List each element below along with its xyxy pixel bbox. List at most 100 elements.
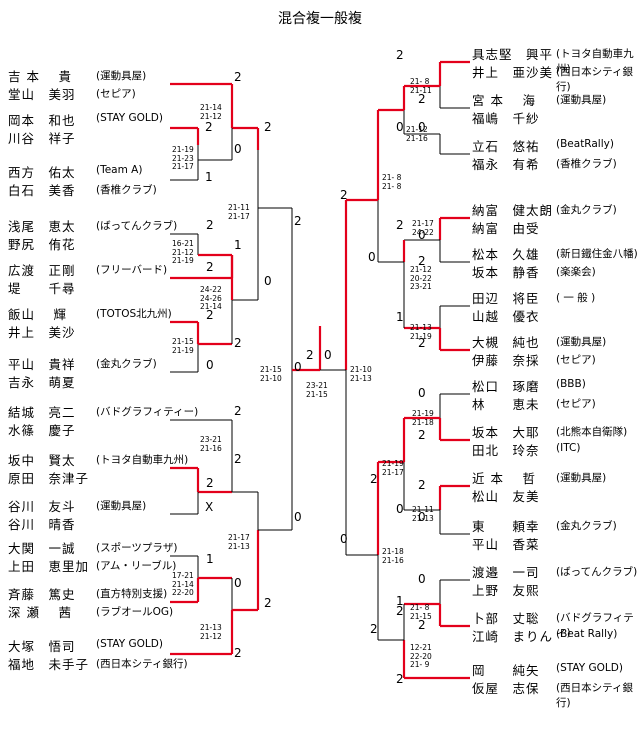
match-score: 0 <box>418 120 426 134</box>
player-name: 仮屋 志保 <box>472 681 540 696</box>
club-name: (トヨタ自動車九州) <box>96 454 189 466</box>
club-name: (TOTOS北九州) <box>96 308 172 320</box>
player-name: 広渡 正剛 <box>8 263 76 278</box>
club-name: (金丸クラブ) <box>96 358 157 370</box>
club-name: (バドグラフィティ) <box>556 612 634 639</box>
club-name: (運動具屋) <box>96 500 147 512</box>
game-scores: 21-11 21-17 <box>228 203 250 221</box>
match-score: 2 <box>418 254 426 268</box>
player-name: 原田 奈津子 <box>8 471 90 486</box>
player-name: 松山 友美 <box>472 489 540 504</box>
player-name: 結城 亮二 <box>8 405 76 420</box>
club-name: (ITC) <box>556 442 581 454</box>
club-name: (BeatRally) <box>556 138 614 150</box>
player-name: 谷川 晴香 <box>8 517 76 532</box>
player-name: 松口 琢磨 <box>472 379 540 394</box>
player-name: 田北 玲奈 <box>472 443 540 458</box>
player-name: 水篠 慶子 <box>8 423 76 438</box>
match-score: 1 <box>234 238 242 252</box>
match-score: 0 <box>418 572 426 586</box>
club-name: (運動具屋) <box>96 70 147 82</box>
club-name: (西日本シティ銀行) <box>556 682 633 709</box>
player-name: 井上 美沙 <box>8 325 76 340</box>
player-name: 堤 千尋 <box>8 281 76 296</box>
match-score: 1 <box>205 170 213 184</box>
game-scores: 24-22 24-26 21-14 <box>200 285 222 312</box>
club-name: (運動具屋) <box>556 472 607 484</box>
match-score: 1 <box>206 552 214 566</box>
match-score: 0 <box>340 532 348 546</box>
player-name: 平山 香菜 <box>472 537 540 552</box>
player-name: 納富 健太朗 <box>472 203 554 218</box>
player-name: 深 瀬 茜 <box>8 605 72 620</box>
match-score: 0 <box>234 576 242 590</box>
player-name: 山越 優衣 <box>472 309 540 324</box>
game-scores: 21- 8 21-11 <box>410 77 432 95</box>
page-title: 混合複一般複 <box>278 11 362 27</box>
match-score: 2 <box>264 596 272 610</box>
match-score: 2 <box>294 214 302 228</box>
match-score: 2 <box>234 70 242 84</box>
game-scores: 21-15 21-10 <box>260 365 282 383</box>
player-name: 斉藤 篤史 <box>8 587 76 602</box>
player-name: 谷川 友斗 <box>8 499 76 514</box>
player-name: 近 本 哲 <box>472 471 536 486</box>
game-scores: 21-10 21-13 <box>350 365 372 383</box>
game-scores: 21- 8 21-15 <box>410 603 432 621</box>
club-name: (STAY GOLD) <box>96 638 163 650</box>
match-score: 1 <box>396 594 404 608</box>
club-name: (Beat Rally) <box>556 628 618 640</box>
match-score: 0 <box>418 228 426 242</box>
match-score: 2 <box>306 348 314 362</box>
club-name: ( 一 般 ) <box>556 292 596 304</box>
game-scores: 23-21 21-15 <box>306 381 328 399</box>
game-scores: 21- 8 21- 8 <box>382 173 402 191</box>
player-name: 渡邉 一司 <box>472 565 540 580</box>
player-name: 平山 貴祥 <box>8 357 76 372</box>
player-name: 岡 純矢 <box>472 663 540 678</box>
club-name: (西日本シティ銀行) <box>96 658 188 670</box>
club-name: (STAY GOLD) <box>96 112 163 124</box>
club-name: (新日鐵住金八幡) <box>556 248 638 260</box>
club-name: (金丸クラブ) <box>556 204 617 216</box>
match-score: 2 <box>418 428 426 442</box>
match-score: 2 <box>418 336 426 350</box>
game-scores: 21-15 21-19 <box>172 337 194 355</box>
player-name: 大関 一誠 <box>8 541 76 556</box>
club-name: (セピア) <box>96 88 136 100</box>
match-score: 2 <box>418 92 426 106</box>
club-name: (運動具屋) <box>556 336 607 348</box>
player-name: 坂本 大耶 <box>472 425 540 440</box>
match-score: 2 <box>396 48 404 62</box>
club-name: (ばってんクラブ) <box>556 566 638 578</box>
game-scores: 23-21 21-16 <box>200 435 222 453</box>
match-score: 2 <box>340 188 348 202</box>
game-scores: 21-17 24-22 <box>412 219 434 237</box>
player-name: 吉 本 貴 <box>8 69 72 84</box>
player-name: 江崎 まりん <box>472 629 554 644</box>
match-score: 2 <box>396 604 404 618</box>
club-name: (香椎クラブ) <box>96 184 157 196</box>
club-name: (直方特別支援) <box>96 588 168 600</box>
club-name: (ばってんクラブ) <box>96 220 178 232</box>
match-score: 2 <box>264 120 272 134</box>
match-score: 2 <box>396 218 404 232</box>
player-name: 福地 未手子 <box>8 657 90 672</box>
match-score: 0 <box>264 274 272 288</box>
club-name: (セピア) <box>556 398 596 410</box>
player-name: 上田 恵里加 <box>8 559 90 574</box>
game-scores: 21-14 21-12 <box>200 103 222 121</box>
match-score: 2 <box>206 308 214 322</box>
player-name: 飯山 輝 <box>8 307 67 322</box>
player-name: 井上 亜沙美 <box>472 65 554 80</box>
player-name: 岡本 和也 <box>8 113 76 128</box>
player-name: 立石 悠祐 <box>472 139 540 154</box>
player-name: 白石 美香 <box>8 183 76 198</box>
club-name: (STAY GOLD) <box>556 662 623 674</box>
match-score: 0 <box>206 358 214 372</box>
club-name: (バドグラフィティー) <box>96 406 199 418</box>
club-name: (金丸クラブ) <box>556 520 617 532</box>
game-scores: 21-19 21-17 <box>382 459 404 477</box>
match-score: 0 <box>294 360 302 374</box>
match-score: 2 <box>418 478 426 492</box>
